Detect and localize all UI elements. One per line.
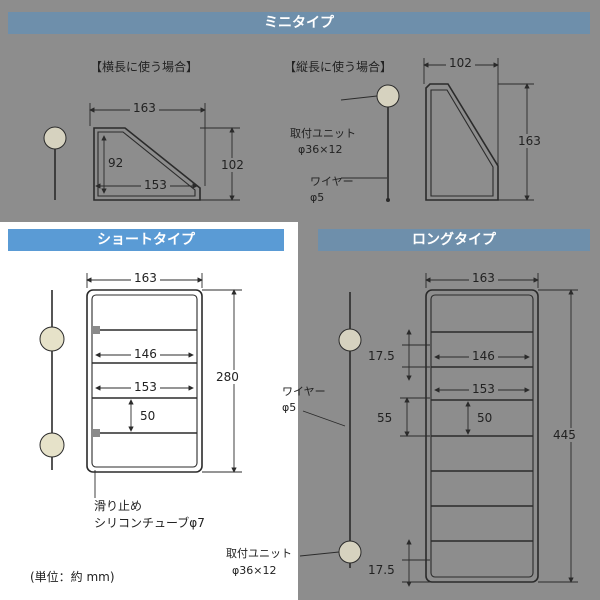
short-dim-height: 280 [214, 370, 241, 384]
long-dim-top-offset: 17.5 [368, 349, 395, 363]
unit-note: (単位：約 mm) [30, 570, 115, 584]
short-note-line1: 滑り止め [94, 499, 143, 513]
mini-mount-label: 取付ユニット [290, 127, 356, 140]
mini-dim-height: 102 [219, 158, 246, 172]
mini-label-vertical: 【縦長に使う場合】 [284, 60, 393, 74]
long-dim-height: 445 [551, 428, 578, 442]
long-drawing [299, 273, 578, 587]
short-note-line2: シリコンチューブφ7 [94, 516, 205, 530]
mini-dim-v-height: 163 [516, 134, 543, 148]
short-dim-shelf2: 153 [131, 380, 160, 394]
mini-dim-inner-height: 92 [108, 156, 124, 170]
long-wire-label: ワイヤー [282, 385, 326, 398]
mini-vertical-drawing [340, 58, 534, 202]
mini-mount-size: φ36×12 [298, 143, 343, 156]
short-dim-pitch: 50 [140, 409, 156, 423]
long-dim-gap: 55 [377, 411, 393, 425]
mini-label-horizontal: 【横長に使う場合】 [90, 60, 199, 74]
short-title: ショートタイプ [8, 229, 284, 251]
long-dim-width: 163 [469, 271, 498, 285]
short-panel [0, 222, 298, 600]
long-dim-shelf2: 153 [469, 382, 498, 396]
long-wire-size: φ5 [282, 401, 297, 414]
long-title: ロングタイプ [318, 229, 590, 251]
mini-wire-size: φ5 [310, 191, 325, 204]
mini-dim-v-width: 102 [446, 56, 475, 70]
mini-title: ミニタイプ [8, 12, 590, 34]
long-dim-bottom-offset: 17.5 [368, 563, 395, 577]
long-dim-pitch: 50 [477, 411, 493, 425]
long-panel [298, 222, 600, 600]
short-dim-shelf1: 146 [131, 347, 160, 361]
long-mount-size: φ36×12 [232, 564, 277, 577]
long-dim-shelf1: 146 [469, 349, 498, 363]
long-mount-label: 取付ユニット [226, 547, 292, 560]
mini-wire-label: ワイヤー [310, 175, 354, 188]
mini-dim-inner-width: 153 [141, 178, 170, 192]
short-dim-width: 163 [131, 271, 160, 285]
short-drawing [39, 273, 242, 498]
mini-dim-width: 163 [130, 101, 159, 115]
